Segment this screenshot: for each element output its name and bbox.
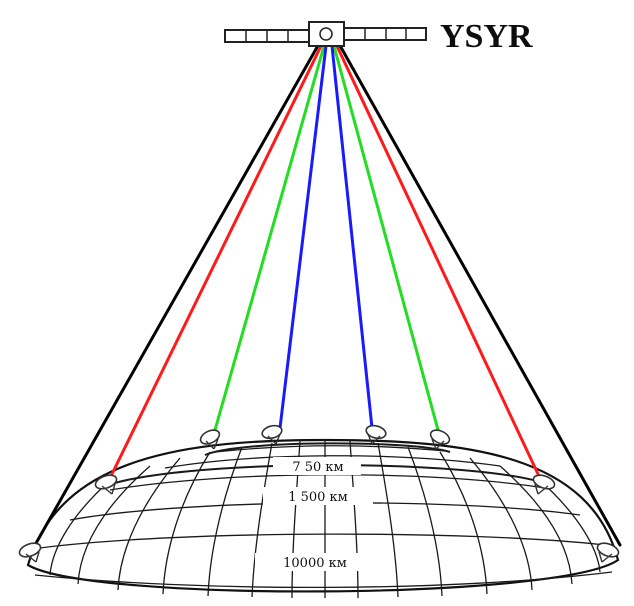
signal-rays [33, 40, 622, 547]
globe-outline [26, 438, 620, 593]
distance-label-outer: 10000 км [283, 556, 347, 571]
satellite-dish-icon [94, 474, 118, 495]
satellite-dish-icon [532, 474, 556, 495]
satellite-dish-icon [18, 542, 42, 563]
satellite-dish-icon [596, 542, 620, 563]
ray-outer-right [336, 40, 622, 547]
satellite-dish-icon [365, 424, 387, 445]
satellite-dish-icon [199, 429, 221, 450]
satellite-icon [224, 21, 427, 47]
ground-stations [18, 424, 620, 563]
distance-labels: 7 50 км 1 500 км 10000 км [255, 457, 375, 571]
satellite-name: YSYR [440, 18, 533, 55]
satellite-dish-icon [429, 429, 451, 450]
satellite-dish-icon [261, 424, 283, 445]
ray-red-right [334, 42, 540, 476]
distance-label-inner: 7 50 км [292, 460, 343, 475]
distance-label-middle: 1 500 км [288, 490, 348, 505]
ray-outer-left [33, 40, 322, 547]
ray-green-right [332, 44, 440, 432]
ray-blue-right [330, 44, 374, 430]
ray-green-left [213, 44, 326, 432]
ray-blue-left [278, 44, 328, 430]
ray-red-left [110, 42, 324, 476]
